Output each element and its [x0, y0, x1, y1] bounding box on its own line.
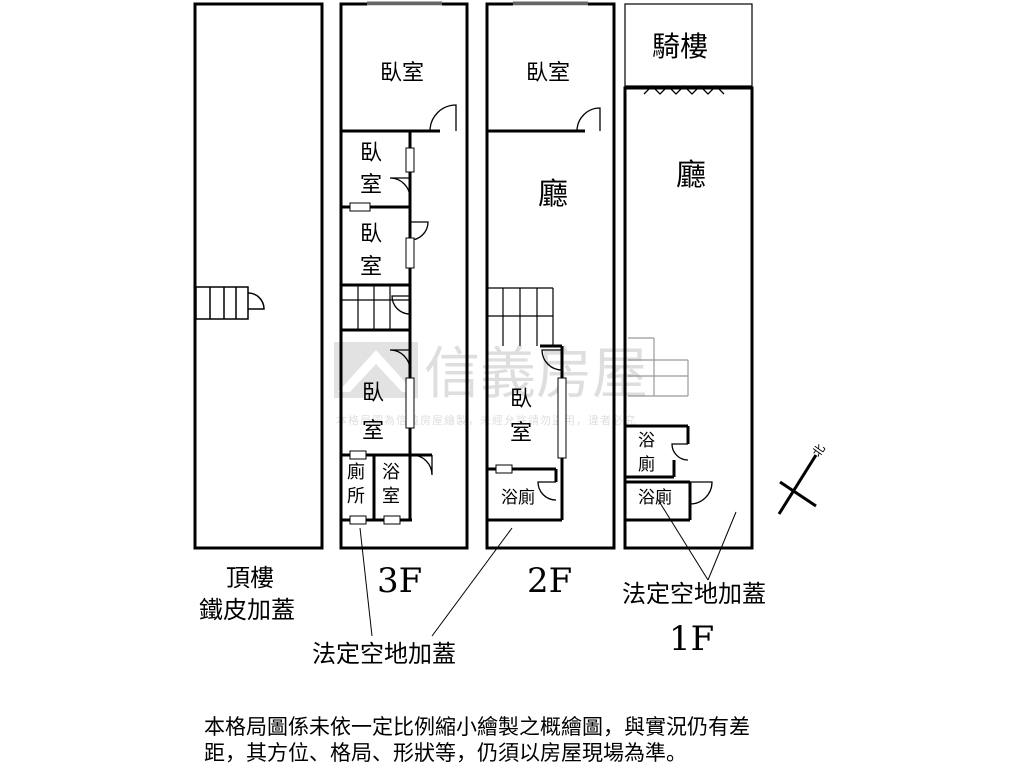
floor-1f-outline [623, 86, 754, 550]
watermark: 信義房屋 本格局圖為信義房屋繪製，未經允許請勿盜用，違者必究 [334, 342, 648, 427]
room-label: 浴 [638, 431, 655, 451]
window-icon [495, 377, 567, 474]
roof-outline [193, 2, 324, 550]
disclaimer-line: 距，其方位、格局、形狀等，仍須以房屋現場為準。 [204, 741, 687, 765]
stair-icon [487, 287, 554, 346]
watermark-brand: 信義房屋 [424, 342, 648, 407]
room-label: 室 [362, 419, 384, 444]
floor-label: 2F [527, 561, 572, 601]
room-label: 廁 [638, 454, 655, 475]
room-label: 臥 [362, 381, 384, 406]
door-icon [537, 107, 601, 501]
room-label: 廳 [676, 158, 706, 193]
roof-stair-icon [195, 286, 265, 320]
room-label: 廳 [538, 177, 568, 212]
door-icon [389, 104, 457, 476]
watermark-logo-icon [334, 342, 418, 398]
legal-open-space-label: 法定空地加蓋 [622, 580, 766, 608]
room-label: 臥 [360, 222, 382, 247]
room-label: 臥 [510, 387, 532, 412]
window-icon [513, 1, 588, 7]
window-icon [367, 1, 442, 7]
room-label: 浴廁 [501, 487, 535, 508]
room-label: 臥室 [380, 61, 424, 86]
disclaimer-line: 本格局圖係未依一定比例縮小繪製之概繪圖，與實況仍有差 [204, 715, 750, 739]
room-label: 浴廁 [638, 487, 672, 508]
room-label: 室 [510, 421, 532, 446]
floor-1f-walls [625, 424, 692, 522]
room-label: 室 [360, 173, 382, 198]
rolling-door-icon [643, 85, 725, 95]
room-label: 臥 [360, 141, 382, 166]
floor-2f-walls [487, 129, 585, 522]
window-icon [349, 147, 415, 525]
floor-label: 3F [377, 561, 422, 601]
leader-lines [359, 497, 737, 637]
room-label: 廁 [347, 461, 365, 483]
door-icon [671, 443, 713, 505]
room-label: 室 [360, 255, 382, 280]
room-label: 所 [347, 486, 365, 507]
stair-icon [341, 285, 410, 330]
floor-1f-plan: 騎樓 廳 浴 廁 浴廁 [623, 3, 754, 550]
roof-label: 頂樓 [226, 564, 274, 592]
floor-3f-plan: 臥室 臥 室 臥 室 臥 室 廁 所 浴 室 [339, 1, 469, 550]
floor-2f-plan: 臥室 廳 臥 室 浴廁 [485, 1, 616, 550]
roof-label: 鐵皮加蓋 [199, 596, 295, 624]
arcade-outline [624, 3, 753, 87]
north-label: 北 [810, 442, 828, 460]
legal-open-space-label: 法定空地加蓋 [312, 640, 456, 668]
arcade-label: 騎樓 [652, 30, 708, 63]
room-label: 浴 [382, 462, 400, 483]
north-arrow-icon: 北 [777, 442, 828, 515]
stair-icon [628, 337, 689, 397]
room-label: 臥室 [526, 61, 570, 86]
floor-label: 1F [669, 619, 714, 659]
room-label: 室 [382, 486, 400, 507]
roof-floor-plan [193, 2, 324, 550]
